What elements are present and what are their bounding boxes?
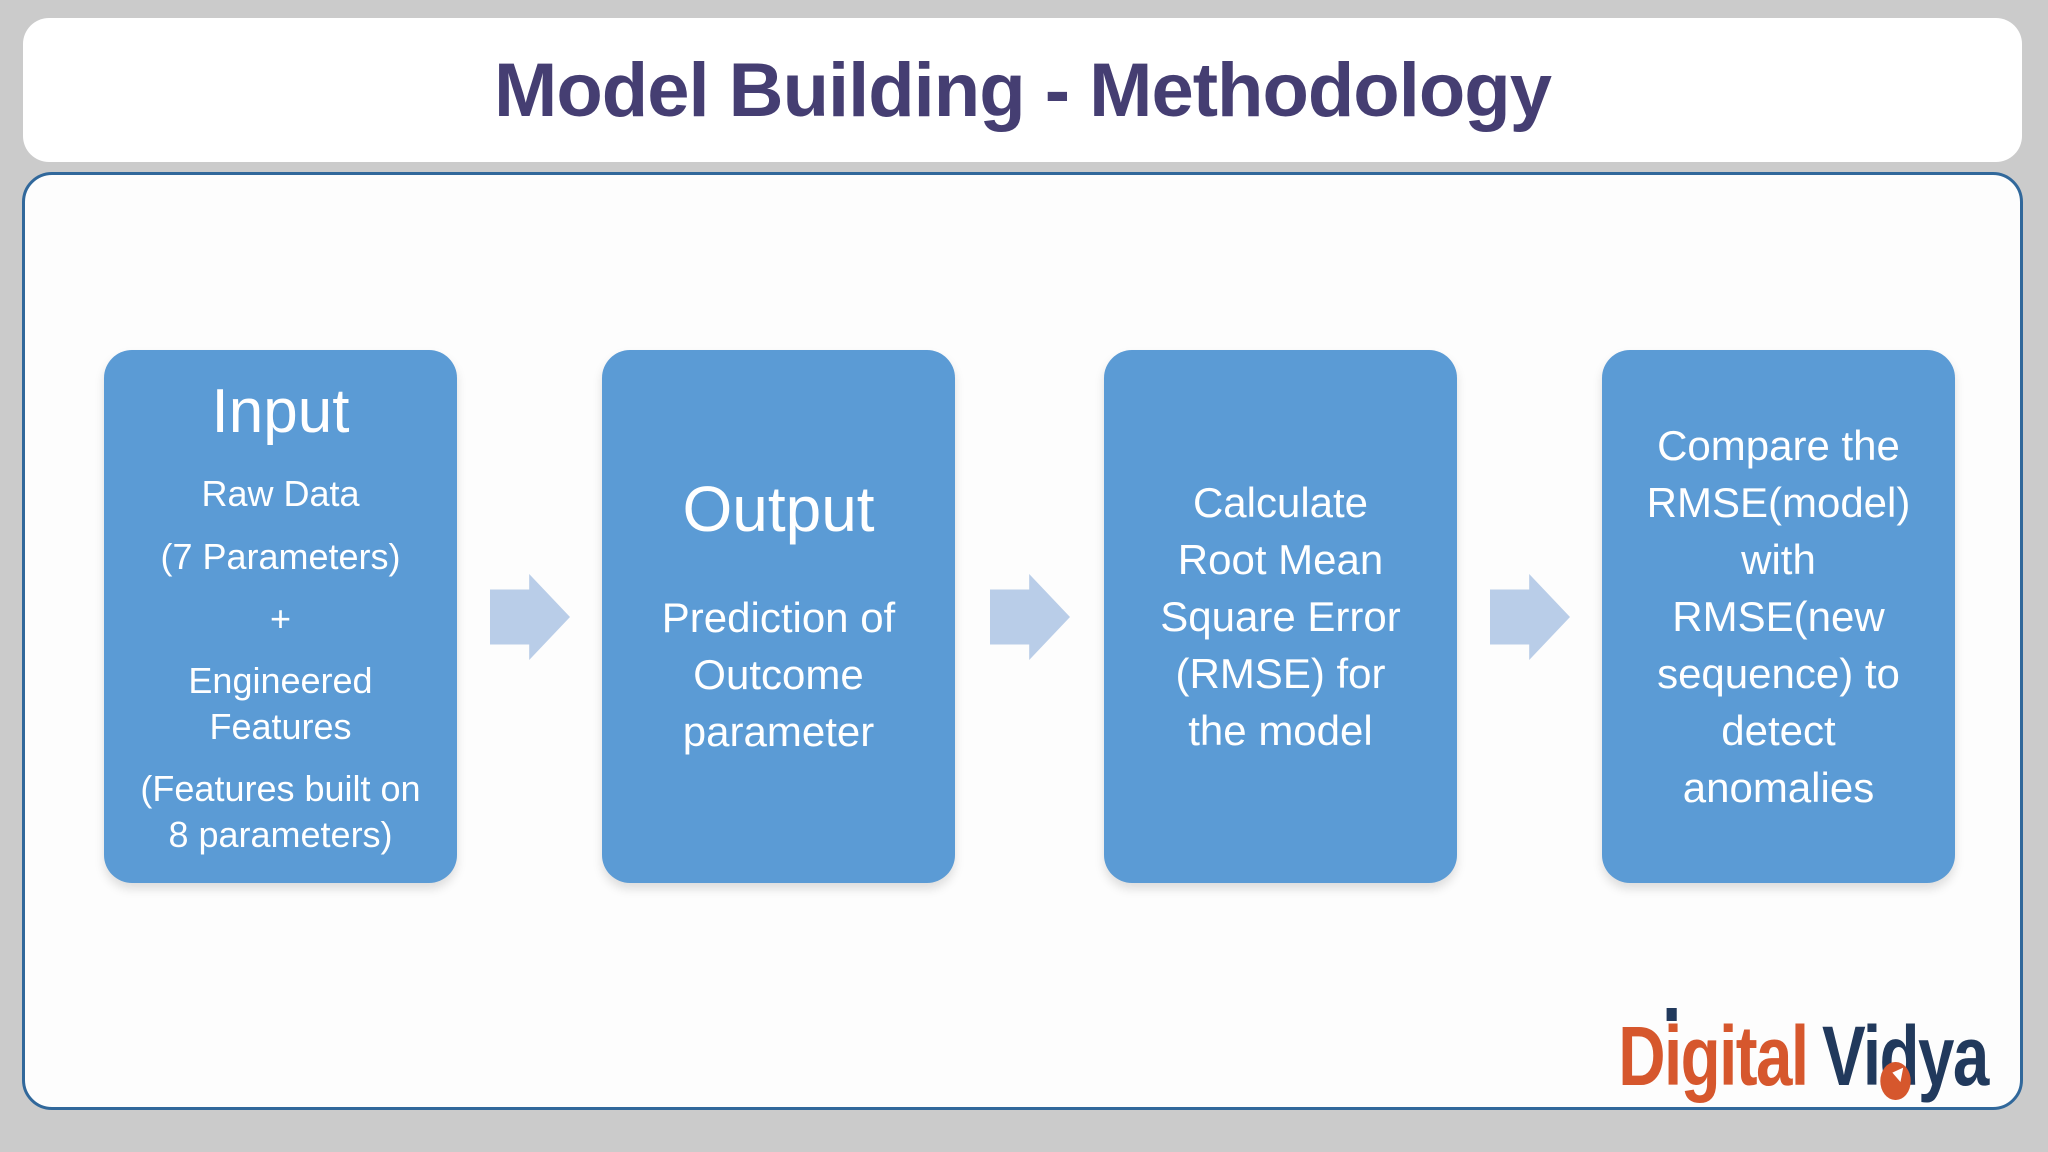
flow-step-input-heading: Input <box>211 377 350 447</box>
flow-step-input-line: (Features built on 8 parameters) <box>140 768 421 855</box>
flow-step-input-line: Engineered Features <box>188 660 373 747</box>
flow-step-input-line: Raw Data <box>201 473 360 515</box>
logo-i-dot <box>1666 1008 1677 1022</box>
flow-step-output-line: Prediction of Outcome parameter <box>661 593 896 755</box>
flow-step-input: Input Raw Data (7 Parameters) + Engineer… <box>104 350 457 883</box>
title-bar: Model Building - Methodology <box>23 18 2022 162</box>
flow-step-output-heading: Output <box>682 473 875 546</box>
flow-step-rmse: Calculate Root Mean Square Error (RMSE) … <box>1104 350 1457 883</box>
flow-step-compare: Compare the RMSE(model) with RMSE(new se… <box>1602 350 1955 883</box>
logo-d-circle-icon <box>1880 1061 1911 1101</box>
flow-step-rmse-text: Calculate Root Mean Square Error (RMSE) … <box>1160 478 1401 755</box>
page-title: Model Building - Methodology <box>494 47 1552 133</box>
flow-step-compare-text: Compare the RMSE(model) with RMSE(new se… <box>1646 421 1911 812</box>
flow-step-input-line: + <box>269 598 292 640</box>
flow-step-input-line: (7 Parameters) <box>160 535 401 577</box>
flow-step-output: Output Prediction of Outcome parameter <box>602 350 955 883</box>
